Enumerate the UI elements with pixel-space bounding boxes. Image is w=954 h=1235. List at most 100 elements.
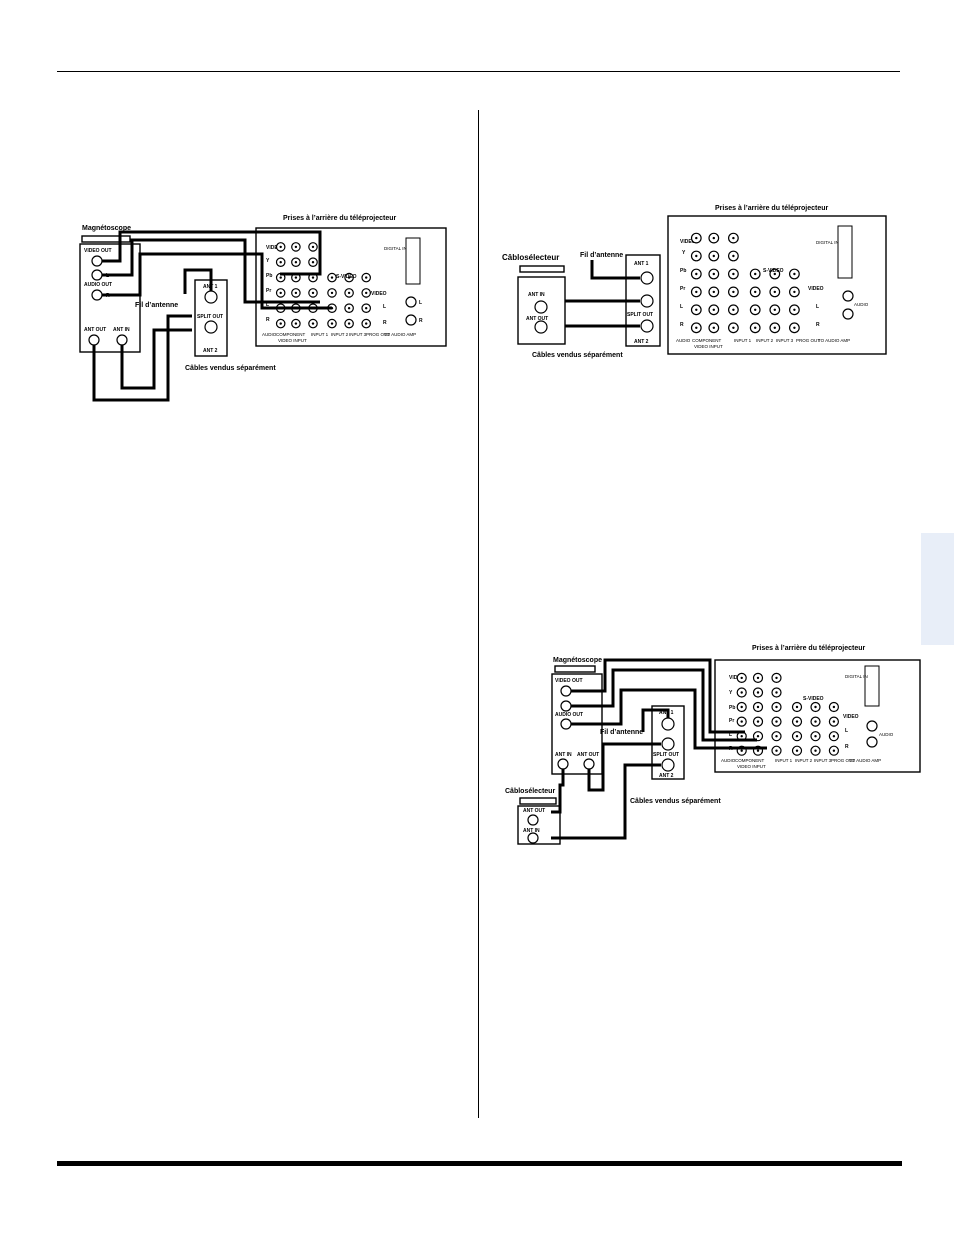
cable-box-title: Câblosélecteur xyxy=(505,788,555,795)
splitter-ant2-label: ANT 2 xyxy=(634,339,649,345)
splitter-out-label: SPLIT OUT xyxy=(197,314,223,320)
panel-jack-center xyxy=(832,720,836,723)
panel-jack-center xyxy=(347,307,351,310)
splitter-ant2-label: ANT 2 xyxy=(203,348,218,354)
projector-panel: VIDEO Y Pb Pr L R S-VIDEO VIDEO L R DIGI… xyxy=(667,215,887,355)
vcr-to-cablebox-cable xyxy=(551,769,565,814)
panel-jack-center xyxy=(695,326,698,329)
panel-jack-center xyxy=(775,749,778,752)
panel-jack-center xyxy=(775,676,778,680)
antenna-lead-cable xyxy=(641,708,670,732)
projector-title: Prises à l’arrière du téléprojecteur xyxy=(715,205,828,212)
diagram-vcr-connection: Prises à l’arrière du téléprojecteur Mag… xyxy=(79,215,447,402)
panel-jack-center xyxy=(754,308,757,311)
panel-jack-center xyxy=(775,720,778,723)
splitter-mid-jack xyxy=(661,737,675,751)
panel-jack-center xyxy=(712,236,715,240)
cb-ant-out-label: ANT OUT xyxy=(526,316,548,322)
panel-jack-center xyxy=(279,261,282,264)
svg-text:L: L xyxy=(680,304,683,310)
panel-jack-center xyxy=(832,735,836,738)
svg-text:AUDIO: AUDIO xyxy=(854,302,869,307)
svg-text:INPUT 2: INPUT 2 xyxy=(756,338,774,343)
svg-text:TO AUDIO AMP: TO AUDIO AMP xyxy=(384,332,416,337)
svg-text:S-VIDEO: S-VIDEO xyxy=(803,696,824,702)
splitter-out-jack xyxy=(204,320,218,334)
diagram-vcr-cable-box-connection: Prises à l’arrière du téléprojecteur Mag… xyxy=(505,645,921,845)
panel-jack-center xyxy=(732,326,735,329)
panel-jack-center xyxy=(732,236,735,240)
panel-jack-center xyxy=(832,705,836,709)
vcr-ant-out-cable xyxy=(587,742,661,792)
svg-text:VIDEO INPUT: VIDEO INPUT xyxy=(694,344,723,349)
cable-box-top-icon xyxy=(519,265,565,273)
video-cable xyxy=(102,230,322,276)
panel-jack-center xyxy=(832,749,836,752)
panel-jack-center xyxy=(756,691,760,694)
splitter-ant1-jack xyxy=(204,290,218,304)
panel-jack-center xyxy=(365,322,368,325)
svg-text:R: R xyxy=(680,322,684,328)
svg-text:INPUT 3: INPUT 3 xyxy=(814,758,832,763)
svg-text:R: R xyxy=(266,317,270,323)
splitter-out-label: SPLIT OUT xyxy=(653,752,679,758)
projector-panel: VIDEO Y Pb Pr L R S-VIDEO VIDEO L R DIGI… xyxy=(714,659,921,773)
panel-jack-center xyxy=(773,272,776,276)
panel-jack-center xyxy=(347,291,351,295)
svg-text:PROG OUT: PROG OUT xyxy=(831,758,855,763)
vcr-top-icon xyxy=(554,665,596,673)
vcr-audio-r-jack xyxy=(91,289,103,301)
panel-jack-center xyxy=(347,322,351,325)
cb-ant-out-jack xyxy=(534,320,548,334)
svg-text:VIDEO: VIDEO xyxy=(680,239,696,245)
projector-title: Prises à l’arrière du téléprojecteur xyxy=(283,215,396,222)
panel-jack-center xyxy=(773,290,776,294)
panel-jack-center xyxy=(365,307,368,310)
audio-r-cable xyxy=(102,252,332,310)
splitter-mid-jack xyxy=(640,294,654,308)
panel-jack-center xyxy=(732,290,735,294)
panel-jack-center xyxy=(732,272,735,276)
panel-jack-center xyxy=(793,308,796,311)
svg-text:DIGITAL IN: DIGITAL IN xyxy=(384,246,407,251)
cables-sold-separately: Câbles vendus séparément xyxy=(630,798,721,805)
diagram-cable-box-connection: Prises à l’arrière du téléprojecteur Câb… xyxy=(502,205,887,359)
cables-sold-separately: Câbles vendus séparément xyxy=(532,352,623,359)
panel-jack-center xyxy=(740,676,743,680)
vcr-ant-out-label: ANT OUT xyxy=(577,752,599,758)
svg-text:L: L xyxy=(383,304,386,310)
cb-ant-in-jack xyxy=(527,832,539,844)
panel-jack-center xyxy=(294,291,298,295)
svg-text:L: L xyxy=(816,304,819,310)
panel-jack-center xyxy=(740,691,743,694)
panel-jack-center xyxy=(279,276,282,279)
vcr-audio-r-jack xyxy=(560,718,572,730)
antenna-lead-label: Fil d’antenne xyxy=(600,729,643,736)
panel-jack-center xyxy=(732,308,735,311)
panel-jack-center xyxy=(740,720,743,723)
svg-text:INPUT 1: INPUT 1 xyxy=(775,758,793,763)
video-cable xyxy=(571,658,745,734)
panel-jack-center xyxy=(775,735,778,738)
svg-text:INPUT 2: INPUT 2 xyxy=(331,332,349,337)
antenna-lead-label: Fil d’antenne xyxy=(580,252,623,259)
vcr-ant-in-label: ANT IN xyxy=(113,327,130,333)
panel-jack-center xyxy=(793,290,796,294)
svg-text:S-VIDEO: S-VIDEO xyxy=(336,274,357,280)
svg-text:Y: Y xyxy=(729,690,733,696)
svg-text:AUDIO: AUDIO xyxy=(721,758,736,763)
vcr-audio-l-jack xyxy=(560,700,572,712)
cablebox-to-splitter-cable xyxy=(551,763,661,840)
panel-jack-center xyxy=(732,254,735,258)
svg-text:Pb: Pb xyxy=(729,705,735,711)
svg-text:AUDIO: AUDIO xyxy=(879,732,894,737)
svg-text:Pb: Pb xyxy=(680,268,686,274)
svg-text:L: L xyxy=(266,302,269,308)
antenna-lead-cable xyxy=(183,268,213,294)
cables-sold-separately: Câbles vendus séparément xyxy=(185,365,276,372)
panel-jack-center xyxy=(279,245,282,249)
vcr-title: Magnétoscope xyxy=(553,657,602,664)
panel-jack-center xyxy=(365,291,368,295)
vcr-video-out-label: VIDEO OUT xyxy=(555,678,583,684)
panel-jack-center xyxy=(814,749,817,752)
